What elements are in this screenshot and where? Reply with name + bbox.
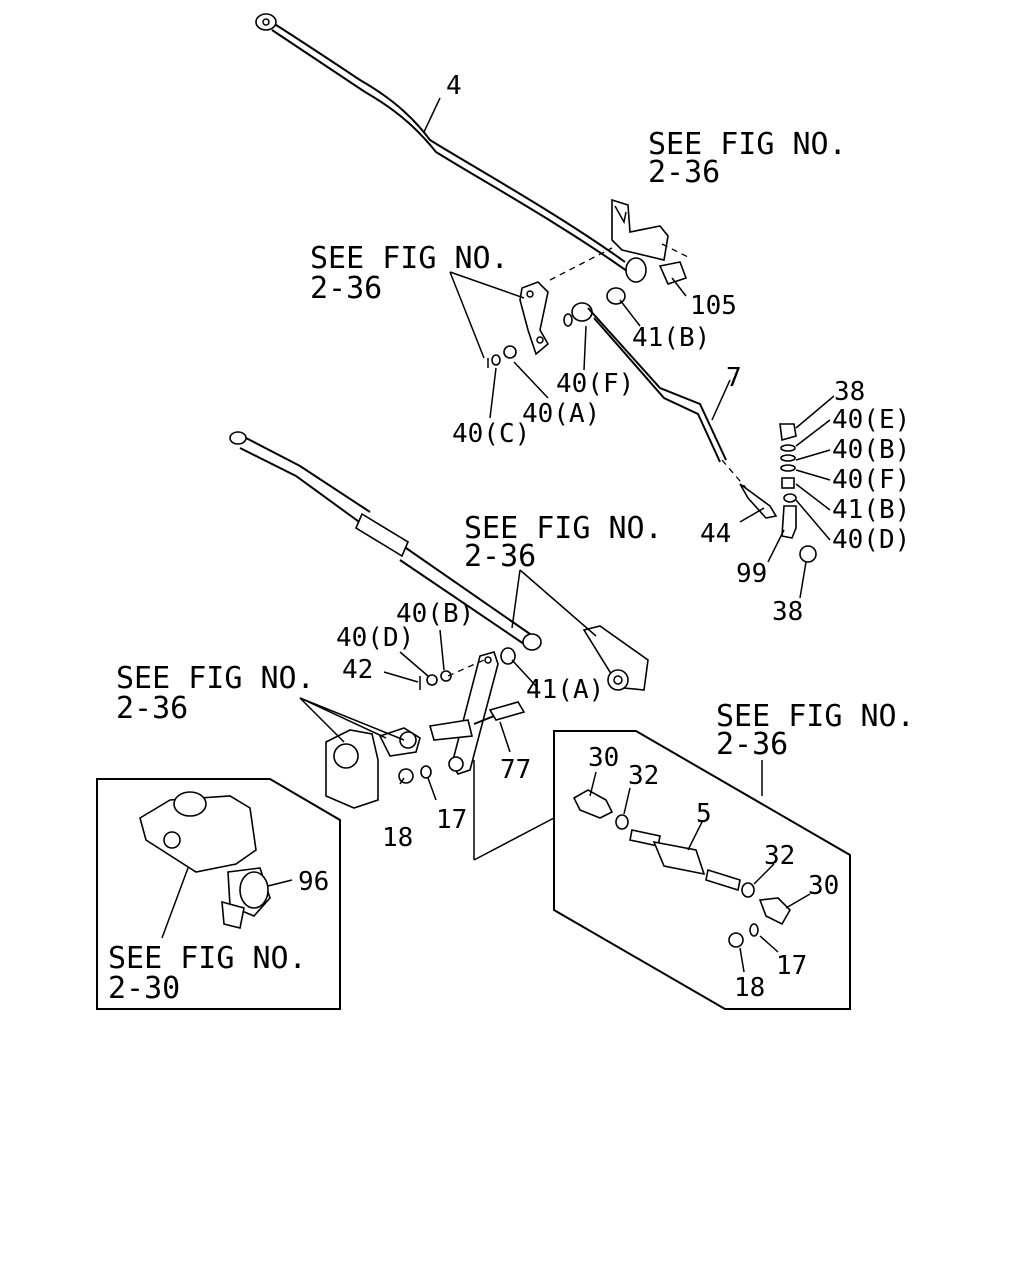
see-fig-ref-left[interactable]: SEE FIG NO. 2-36 xyxy=(116,661,315,726)
see-fig-label: SEE FIG NO. xyxy=(716,699,915,734)
part-label-40b-right[interactable]: 40(B) xyxy=(832,435,910,465)
part-label-99[interactable]: 99 xyxy=(736,559,767,589)
part-label-7[interactable]: 7 xyxy=(726,363,742,393)
upper-bracket xyxy=(549,198,691,285)
part-label-38-top[interactable]: 38 xyxy=(834,377,865,407)
part-label-77[interactable]: 77 xyxy=(500,755,531,785)
part-label-41b-right[interactable]: 41(B) xyxy=(832,495,910,525)
see-fig-label: SEE FIG NO. xyxy=(310,241,509,276)
part-label-30-left[interactable]: 30 xyxy=(588,743,619,773)
see-fig-ref-upper-right[interactable]: SEE FIG NO. 2-36 xyxy=(648,127,847,190)
part-label-32-right[interactable]: 32 xyxy=(764,841,795,871)
part-label-38-bottom[interactable]: 38 xyxy=(772,597,803,627)
part-label-44[interactable]: 44 xyxy=(700,519,731,549)
part-label-41a[interactable]: 41(A) xyxy=(526,675,604,705)
part-label-41b[interactable]: 41(B) xyxy=(632,323,710,353)
see-fig-label: SEE FIG NO. xyxy=(116,661,315,696)
part-label-30-right[interactable]: 30 xyxy=(808,871,839,901)
part-label-40c[interactable]: 40(C) xyxy=(452,419,530,449)
part-label-5[interactable]: 5 xyxy=(696,799,712,829)
inset-box-2-30 xyxy=(96,778,341,1010)
fig-number: 2-36 xyxy=(310,271,382,306)
part-label-96[interactable]: 96 xyxy=(298,867,329,897)
fig-number: 2-36 xyxy=(464,539,536,574)
part-label-4[interactable]: 4 xyxy=(446,71,462,101)
part-label-17-right[interactable]: 17 xyxy=(776,951,807,981)
lower-lever xyxy=(419,647,526,775)
fig-number: 2-36 xyxy=(116,691,188,726)
part-label-18-right[interactable]: 18 xyxy=(734,973,765,1003)
hardware-stack-right xyxy=(779,423,817,563)
see-fig-ref-inset[interactable]: SEE FIG NO. 2-30 xyxy=(108,941,307,1006)
part-label-40d-right[interactable]: 40(D) xyxy=(832,525,910,555)
fig-number: 2-36 xyxy=(716,727,788,762)
rod-7 xyxy=(587,307,778,519)
part-label-40a[interactable]: 40(A) xyxy=(522,399,600,429)
see-fig-ref-right[interactable]: SEE FIG NO. 2-36 xyxy=(716,699,915,762)
see-fig-ref-middle[interactable]: SEE FIG NO. 2-36 xyxy=(464,511,663,574)
see-fig-label: SEE FIG NO. xyxy=(108,941,307,976)
part-label-17-lower[interactable]: 17 xyxy=(436,805,467,835)
part-label-40e[interactable]: 40(E) xyxy=(832,405,910,435)
part-label-105[interactable]: 105 xyxy=(690,291,737,321)
part-label-40b-lower[interactable]: 40(B) xyxy=(396,599,474,629)
fig-number: 2-36 xyxy=(648,155,720,190)
see-fig-label: SEE FIG NO. xyxy=(648,127,847,162)
part-label-40d-lower[interactable]: 40(D) xyxy=(336,623,414,653)
fig-number: 2-30 xyxy=(108,971,180,1006)
part-label-18-lower[interactable]: 18 xyxy=(382,823,413,853)
see-fig-ref-upper-left[interactable]: SEE FIG NO. 2-36 xyxy=(310,241,509,306)
inset-box-2-36 xyxy=(553,730,851,1010)
part-label-32-left[interactable]: 32 xyxy=(628,761,659,791)
see-fig-label: SEE FIG NO. xyxy=(464,511,663,546)
lower-right-bracket xyxy=(582,625,649,691)
rod-4 xyxy=(255,13,632,275)
part-label-40f-right[interactable]: 40(F) xyxy=(832,465,910,495)
part-label-42[interactable]: 42 xyxy=(342,655,373,685)
upper-lever xyxy=(487,281,626,368)
part-label-40f[interactable]: 40(F) xyxy=(556,369,634,399)
lower-rod xyxy=(229,431,542,651)
leader-lines xyxy=(299,97,835,861)
